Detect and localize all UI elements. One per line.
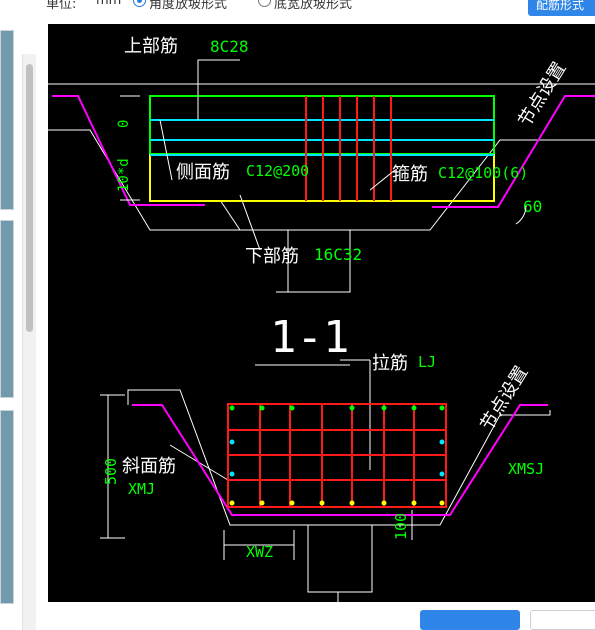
radio-angle-slope-label[interactable]: 角度放坡形式 bbox=[149, 0, 228, 12]
bottom-rebar-label: 下部筋 bbox=[245, 246, 299, 267]
slope-rebar-value: XMJ bbox=[128, 480, 155, 498]
top-toolbar: 单位: mm 角度放坡形式 底宽放坡形式 配筋形式 bbox=[0, 0, 595, 24]
section-outline-upper bbox=[48, 83, 595, 293]
xwz-label: XWZ bbox=[246, 543, 273, 561]
dim-side-left: 10*d bbox=[116, 158, 132, 192]
slope-rebar-lower bbox=[132, 404, 548, 516]
tie-value: LJ bbox=[418, 353, 436, 371]
angle-arc bbox=[515, 205, 527, 225]
sidebar bbox=[0, 24, 48, 630]
cancel-button[interactable] bbox=[530, 610, 595, 630]
slope-rebar-label: 斜面筋 bbox=[122, 456, 176, 477]
rebar-form-button[interactable]: 配筋形式 bbox=[528, 0, 595, 16]
stirrup-value: C12@100(6) bbox=[438, 164, 528, 182]
sidebar-scrollbar[interactable] bbox=[22, 54, 36, 630]
bottom-rebar-value: 16C32 bbox=[314, 245, 362, 264]
dim-top-left: 0 bbox=[116, 120, 132, 128]
node-setting-link-2[interactable]: 节点设置 bbox=[476, 362, 532, 434]
stirrup-label: 箍筋 bbox=[392, 164, 428, 185]
bottom-rebar-dots-lower bbox=[229, 500, 445, 506]
scrollbar-thumb[interactable] bbox=[26, 64, 33, 332]
top-rebar-value: 8C28 bbox=[210, 37, 249, 56]
top-rebar-dots-lower bbox=[229, 405, 445, 411]
cad-drawing-canvas[interactable]: 上部筋 8C28 侧面筋 C12@200 箍筋 C12@100(6) 下部筋 1… bbox=[48, 24, 595, 602]
radio-bottom-width-slope-label[interactable]: 底宽放坡形式 bbox=[274, 0, 353, 12]
confirm-button[interactable] bbox=[420, 610, 520, 630]
radio-bottom-width-slope[interactable] bbox=[258, 0, 271, 7]
radio-angle-slope[interactable] bbox=[133, 0, 146, 7]
dim-500: 500 bbox=[102, 458, 120, 485]
dim-100: 100 bbox=[392, 513, 410, 540]
sidebar-thumbnail-1[interactable] bbox=[0, 30, 14, 210]
tie-label: 拉筋 bbox=[372, 353, 408, 374]
leader-lines-upper bbox=[120, 59, 396, 251]
side-rebar-value: C12@200 bbox=[246, 162, 309, 180]
angle-value: 60 bbox=[523, 197, 542, 216]
section-title: 1-1 bbox=[270, 312, 349, 363]
stirrups-lower bbox=[228, 404, 446, 507]
dialog-footer bbox=[48, 602, 595, 630]
sidebar-thumbnail-3[interactable] bbox=[0, 410, 14, 604]
node-setting-link-1[interactable]: 节点设置 bbox=[514, 58, 570, 130]
xmsj-label: XMSJ bbox=[508, 460, 544, 478]
side-rebar-dots-lower bbox=[229, 439, 445, 477]
slope-rebar-upper bbox=[52, 95, 595, 208]
side-rebar-label: 侧面筋 bbox=[176, 162, 230, 183]
drawing-svg: 上部筋 8C28 侧面筋 C12@200 箍筋 C12@100(6) 下部筋 1… bbox=[48, 36, 595, 602]
stirrups-upper bbox=[305, 96, 392, 201]
unit-label: 单位: bbox=[46, 0, 77, 12]
sidebar-thumbnail-2[interactable] bbox=[0, 220, 14, 398]
unit-value: mm bbox=[96, 0, 122, 8]
top-rebar-label: 上部筋 bbox=[124, 36, 178, 57]
